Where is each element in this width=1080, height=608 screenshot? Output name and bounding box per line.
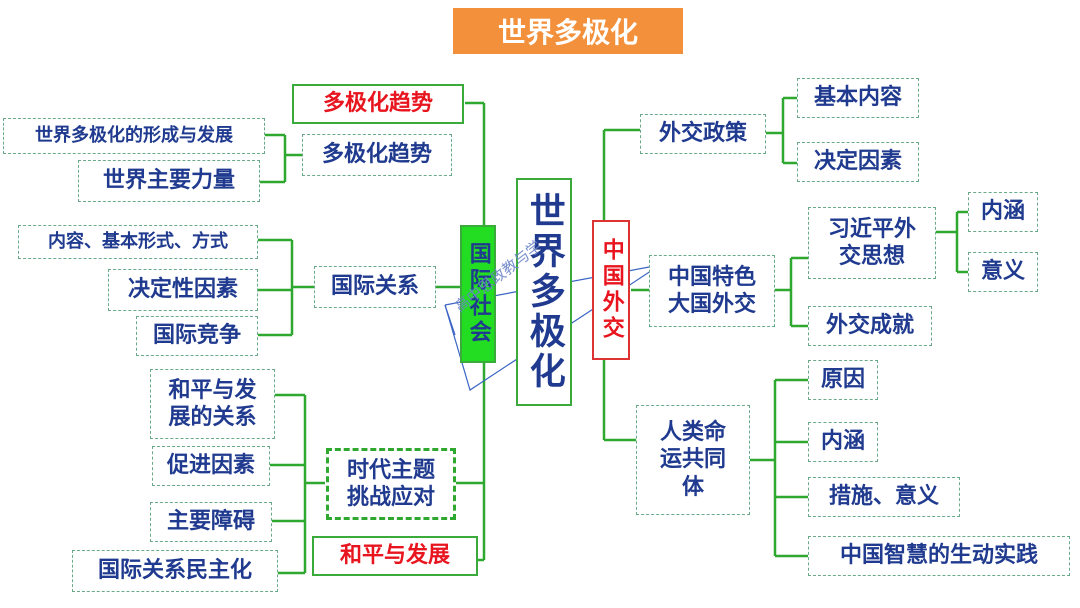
relations-item-decisive: 决定性因素	[108, 269, 258, 311]
era-node: 时代主题 挑战应对	[326, 448, 456, 520]
xi-item-connotation: 内涵	[968, 192, 1038, 232]
peace-header: 和平与发展	[312, 536, 478, 576]
trend-header: 多极化趋势	[292, 84, 464, 124]
major-diplomacy-label: 中国特色 大国外交	[667, 264, 756, 318]
community-item-connotation: 内涵	[808, 422, 878, 462]
hub-international-society: 国际社会	[460, 225, 496, 363]
page-title: 世界多极化	[453, 8, 683, 54]
era-item-obstacles: 主要障碍	[150, 502, 272, 542]
era-item-democratization: 国际关系民主化	[72, 550, 278, 592]
community-item-reason: 原因	[808, 360, 878, 400]
relations-node: 国际关系	[314, 266, 436, 308]
era-label: 时代主题 挑战应对	[346, 457, 435, 511]
trend-item-forces: 世界主要力量	[78, 160, 260, 202]
relations-item-competition: 国际竞争	[136, 316, 258, 356]
policy-item-content: 基本内容	[797, 78, 919, 118]
relations-item-content: 内容、基本形式、方式	[18, 225, 258, 259]
major-diplomacy-node: 中国特色 大国外交	[649, 255, 775, 327]
hub-china-diplomacy-label: 中国外交	[598, 238, 624, 342]
community-label: 人类命 运共同 体	[659, 419, 726, 500]
xi-thought-node: 习近平外 交思想	[808, 207, 936, 279]
community-item-wisdom: 中国智慧的生动实践	[808, 536, 1070, 576]
trend-item-formation: 世界多极化的形成与发展	[3, 118, 265, 154]
policy-item-factors: 决定因素	[797, 142, 919, 182]
era-item-relationship-label: 和平与发 展的关系	[168, 377, 257, 431]
policy-node: 外交政策	[640, 114, 766, 154]
era-item-relationship: 和平与发 展的关系	[150, 369, 275, 439]
center-node: 世界多极化	[516, 178, 572, 406]
era-item-promoting: 促进因素	[152, 446, 270, 486]
xi-thought-label: 习近平外 交思想	[827, 216, 916, 270]
community-item-measures: 措施、意义	[808, 477, 960, 517]
center-label: 世界多极化	[523, 192, 565, 392]
hub-international-society-label: 国际社会	[465, 242, 491, 346]
trend-node: 多极化趋势	[302, 134, 452, 176]
hub-china-diplomacy: 中国外交	[592, 220, 630, 360]
xi-item-significance: 意义	[968, 252, 1038, 292]
community-node: 人类命 运共同 体	[636, 405, 750, 515]
achievements-node: 外交成就	[808, 306, 932, 346]
